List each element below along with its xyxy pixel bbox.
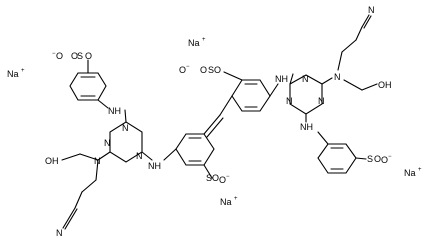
sodium-ion-1: Na	[188, 38, 200, 48]
sulfonate-right-s: S	[367, 154, 373, 164]
sulfonate-mid-s1: S	[206, 173, 212, 183]
hydroxyl-right: OH	[378, 80, 392, 90]
nitrile-right: N	[368, 5, 375, 15]
triazine-right-n1: N	[302, 74, 309, 84]
sodium-charge-1: +	[202, 37, 206, 43]
triazine-left-n2: N	[104, 138, 111, 148]
sulfonate-mid-o4: O	[200, 65, 207, 75]
sulfonate-mid-charge-2: −	[186, 64, 190, 70]
sodium-ion-2: Na	[7, 69, 19, 79]
amine-left-top: NH	[108, 106, 121, 116]
amine-left-tertiary: N	[94, 156, 101, 166]
sodium-charge-3: +	[418, 167, 422, 173]
sulfonate-left-s: S	[77, 51, 83, 61]
sulfonate-mid-o3: O	[179, 65, 186, 75]
sodium-ion-4: Na	[220, 197, 232, 207]
sulfonate-mid-s2: S	[208, 65, 214, 75]
amine-right-bottom: NH	[300, 122, 313, 132]
sulfonate-mid-o2: O	[219, 175, 226, 185]
amine-right-bridge: NH	[275, 74, 288, 84]
sulfonate-right-charge: −	[388, 154, 392, 160]
sulfonate-left-o3: O	[85, 51, 92, 61]
triazine-right-n2: N	[286, 96, 293, 106]
triazine-left-n1: N	[122, 123, 129, 133]
amine-left-bridge: NH	[148, 161, 161, 171]
sulfonate-mid-o5: O	[214, 65, 221, 75]
nitrile-left: N	[56, 228, 63, 238]
sodium-charge-2: +	[21, 68, 25, 74]
sulfonate-right-o1: O	[374, 154, 381, 164]
atom-labels: Na + Na + Na + Na + O − O S O NH N N N N…	[7, 5, 422, 238]
sulfonate-right-o2: O	[381, 155, 388, 165]
amine-right-tertiary: N	[334, 72, 341, 82]
sulfonate-left-o2: O	[71, 51, 78, 61]
triazine-left-n3: N	[136, 151, 143, 161]
sulfonate-left-o1: O	[56, 51, 63, 61]
sodium-charge-4: +	[234, 196, 238, 202]
triazine-right-n3: N	[318, 96, 325, 106]
hydroxyl-left: OH	[45, 156, 59, 166]
sulfonate-mid-o1: O	[212, 173, 219, 183]
sulfonate-mid-charge-1: −	[226, 174, 230, 180]
bond-lines	[61, 14, 378, 230]
sodium-ion-3: Na	[404, 168, 416, 178]
sulfonate-left-charge: −	[52, 51, 56, 57]
